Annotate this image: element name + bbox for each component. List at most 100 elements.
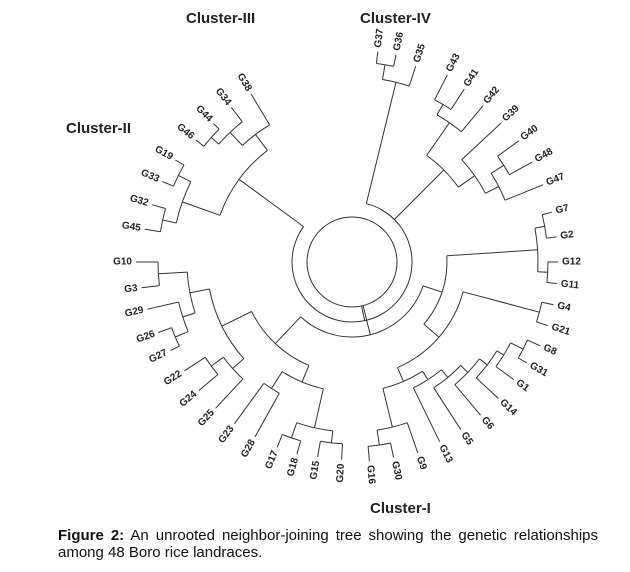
internal-branch — [175, 331, 189, 338]
figure-number: Figure 2: — [58, 527, 125, 544]
cluster-label-ii: Cluster-II — [66, 120, 132, 137]
leaf-label: G13 — [436, 443, 454, 465]
leaf-label: G23 — [217, 423, 237, 445]
leaf-branch — [151, 204, 166, 209]
tree-connector-arc — [281, 371, 324, 390]
tree-connector-arc — [397, 291, 464, 369]
leaf-branch — [546, 236, 557, 239]
cluster-label-i: Cluster-I — [370, 500, 431, 517]
tree-connector-arc — [536, 302, 543, 323]
leaf-branch — [147, 301, 179, 310]
tree-connector-arc — [282, 434, 301, 442]
leaf-label: G43 — [444, 52, 463, 74]
internal-branch — [365, 82, 397, 204]
leaf-label: G30 — [389, 460, 404, 481]
tree-connector-arc — [413, 369, 442, 389]
tree-connector-arc — [377, 422, 408, 431]
leaf-label: G20 — [335, 463, 347, 483]
leaf-label: G26 — [135, 328, 157, 345]
internal-branch — [290, 422, 298, 439]
leaf-branch — [412, 387, 441, 443]
leaf-branch — [541, 301, 554, 306]
cluster-label-iii: Cluster-III — [186, 10, 256, 27]
tree-connector-arc — [517, 339, 528, 359]
leaf-branch — [393, 54, 397, 67]
internal-branch — [479, 358, 488, 366]
leaf-label: G34 — [213, 86, 234, 108]
leaf-label: G35 — [412, 42, 428, 64]
internal-branch — [490, 164, 505, 174]
tree-root-ring — [306, 216, 398, 308]
internal-branch — [232, 358, 245, 369]
leaf-label: G42 — [481, 84, 502, 106]
tree-connector-arc — [204, 357, 219, 375]
leaf-label: G31 — [528, 360, 550, 379]
tree-connector-arc — [251, 311, 310, 366]
leaf-label: G45 — [121, 220, 142, 234]
internal-branch — [274, 316, 302, 345]
leaf-branch — [215, 378, 244, 409]
leaf-label: G18 — [285, 456, 301, 478]
leaf-label: G22 — [162, 368, 184, 388]
internal-branch — [460, 365, 469, 373]
leaf-label: G37 — [373, 28, 386, 49]
leaf-label: G12 — [562, 257, 581, 268]
tree-connector-arc — [382, 370, 423, 389]
tree-connector-arc — [541, 214, 547, 239]
tree-connector-arc — [203, 128, 220, 147]
tree-connector-arc — [209, 288, 245, 359]
leaf-branch — [408, 65, 417, 87]
internal-branch — [436, 104, 444, 116]
tree-connector-arc — [291, 209, 413, 323]
leaf-branch — [495, 366, 515, 381]
leaf-branch — [461, 122, 502, 161]
leaf-label: G28 — [239, 437, 258, 459]
leaf-label: G5 — [458, 430, 475, 448]
internal-branch — [270, 371, 283, 389]
tree-branches — [136, 51, 558, 462]
internal-branch — [397, 367, 404, 382]
leaf-label: G46 — [175, 122, 197, 143]
internal-branch — [485, 186, 499, 194]
leaf-branch — [317, 441, 321, 458]
leaf-branch — [546, 282, 557, 284]
tree-connector-arc — [534, 228, 539, 272]
leaf-label: G10 — [113, 257, 132, 268]
leaf-branch — [195, 139, 205, 147]
leaf-label: G32 — [129, 193, 151, 209]
leaf-label: G25 — [196, 407, 217, 429]
leaf-label: G21 — [550, 322, 572, 338]
internal-branch — [330, 430, 334, 443]
tree-connector-arc — [171, 327, 180, 347]
internal-branch — [382, 64, 386, 80]
leaf-label: G47 — [545, 171, 567, 188]
leaf-branch — [367, 446, 370, 462]
leaf-label: G15 — [308, 460, 322, 481]
tree-connector-arc — [461, 159, 486, 194]
leaf-branch — [250, 93, 271, 126]
internal-branch — [422, 370, 429, 380]
leaf-branch — [341, 443, 343, 460]
tree-connector-arc — [172, 164, 185, 187]
tree-connector-arc — [219, 150, 268, 216]
leaf-label: G27 — [147, 347, 169, 365]
leaf-branch — [542, 211, 553, 216]
internal-branch — [182, 312, 196, 318]
internal-branch — [210, 137, 220, 145]
leaf-label: G14 — [497, 397, 519, 418]
leaf-branch — [433, 387, 462, 430]
leaf-label: G4 — [556, 300, 572, 314]
internal-branch — [382, 388, 393, 428]
internal-branch — [376, 430, 380, 446]
leaf-branch — [497, 140, 519, 157]
leaf-branch — [162, 181, 174, 187]
leaf-branch — [254, 392, 280, 438]
leaf-branch — [158, 327, 172, 333]
leaf-branch — [233, 383, 265, 425]
leaf-branch — [213, 123, 220, 130]
tree-connector-arc — [497, 155, 510, 175]
leaf-label: G9 — [414, 455, 429, 472]
figure-caption-text: An unrooted neighbor-joining tree showin… — [58, 527, 599, 561]
leaf-branch — [434, 74, 448, 101]
leaf-branch — [460, 105, 484, 133]
